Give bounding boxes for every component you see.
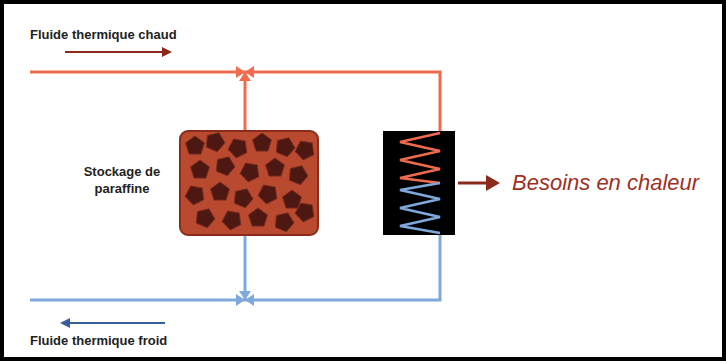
paraffin-pellet xyxy=(240,163,259,182)
paraffin-pellet xyxy=(249,208,268,226)
paraffin-pellets xyxy=(185,133,314,232)
paraffin-pellet xyxy=(295,141,314,160)
paraffin-pellet xyxy=(234,189,253,208)
heat-demand-label: Besoins en chaleur xyxy=(512,170,699,196)
cold-flow-arrow xyxy=(68,322,165,324)
paraffin-pellet xyxy=(283,190,302,208)
paraffin-pellet xyxy=(216,157,235,176)
cold-flow-head xyxy=(60,318,70,328)
paraffin-pellet xyxy=(211,182,230,200)
paraffin-pellet xyxy=(266,158,285,176)
paraffin-pellet xyxy=(196,209,215,228)
cold-pipe xyxy=(30,235,440,300)
paraffin-pellet xyxy=(258,185,277,204)
paraffin-pellet xyxy=(295,203,314,222)
paraffin-pellet xyxy=(185,186,204,205)
cold-fluid-label: Fluide thermique froid xyxy=(30,333,167,348)
cold-branch xyxy=(244,235,247,300)
paraffin-pellet xyxy=(289,166,308,185)
heat-output-head xyxy=(486,175,500,191)
paraffin-pellet xyxy=(186,136,205,154)
paraffin-pellet xyxy=(228,139,247,158)
heat-exchanger xyxy=(383,131,455,235)
hot-flow-head xyxy=(162,47,172,57)
hot-fluid-label: Fluide thermique chaud xyxy=(30,27,177,42)
node-heading: Stockage de paraffine xyxy=(72,163,172,197)
storage-node: Stockage de paraffine xyxy=(180,131,318,235)
cold-coil xyxy=(400,183,440,233)
paraffin-pellet xyxy=(222,211,241,230)
valve-bottom xyxy=(236,291,254,306)
paraffin-pellet xyxy=(275,213,294,232)
paraffin-pellet xyxy=(276,138,295,157)
paraffin-pellet xyxy=(253,133,272,151)
hot-pipe xyxy=(30,72,440,131)
heat-output-arrow xyxy=(458,182,488,185)
valve-top xyxy=(236,66,254,81)
paraffin-pellet xyxy=(206,133,225,152)
storage-tank xyxy=(180,131,318,235)
hot-coil xyxy=(400,133,440,183)
paraffin-pellet xyxy=(191,160,210,178)
hot-flow-arrow xyxy=(65,51,165,53)
